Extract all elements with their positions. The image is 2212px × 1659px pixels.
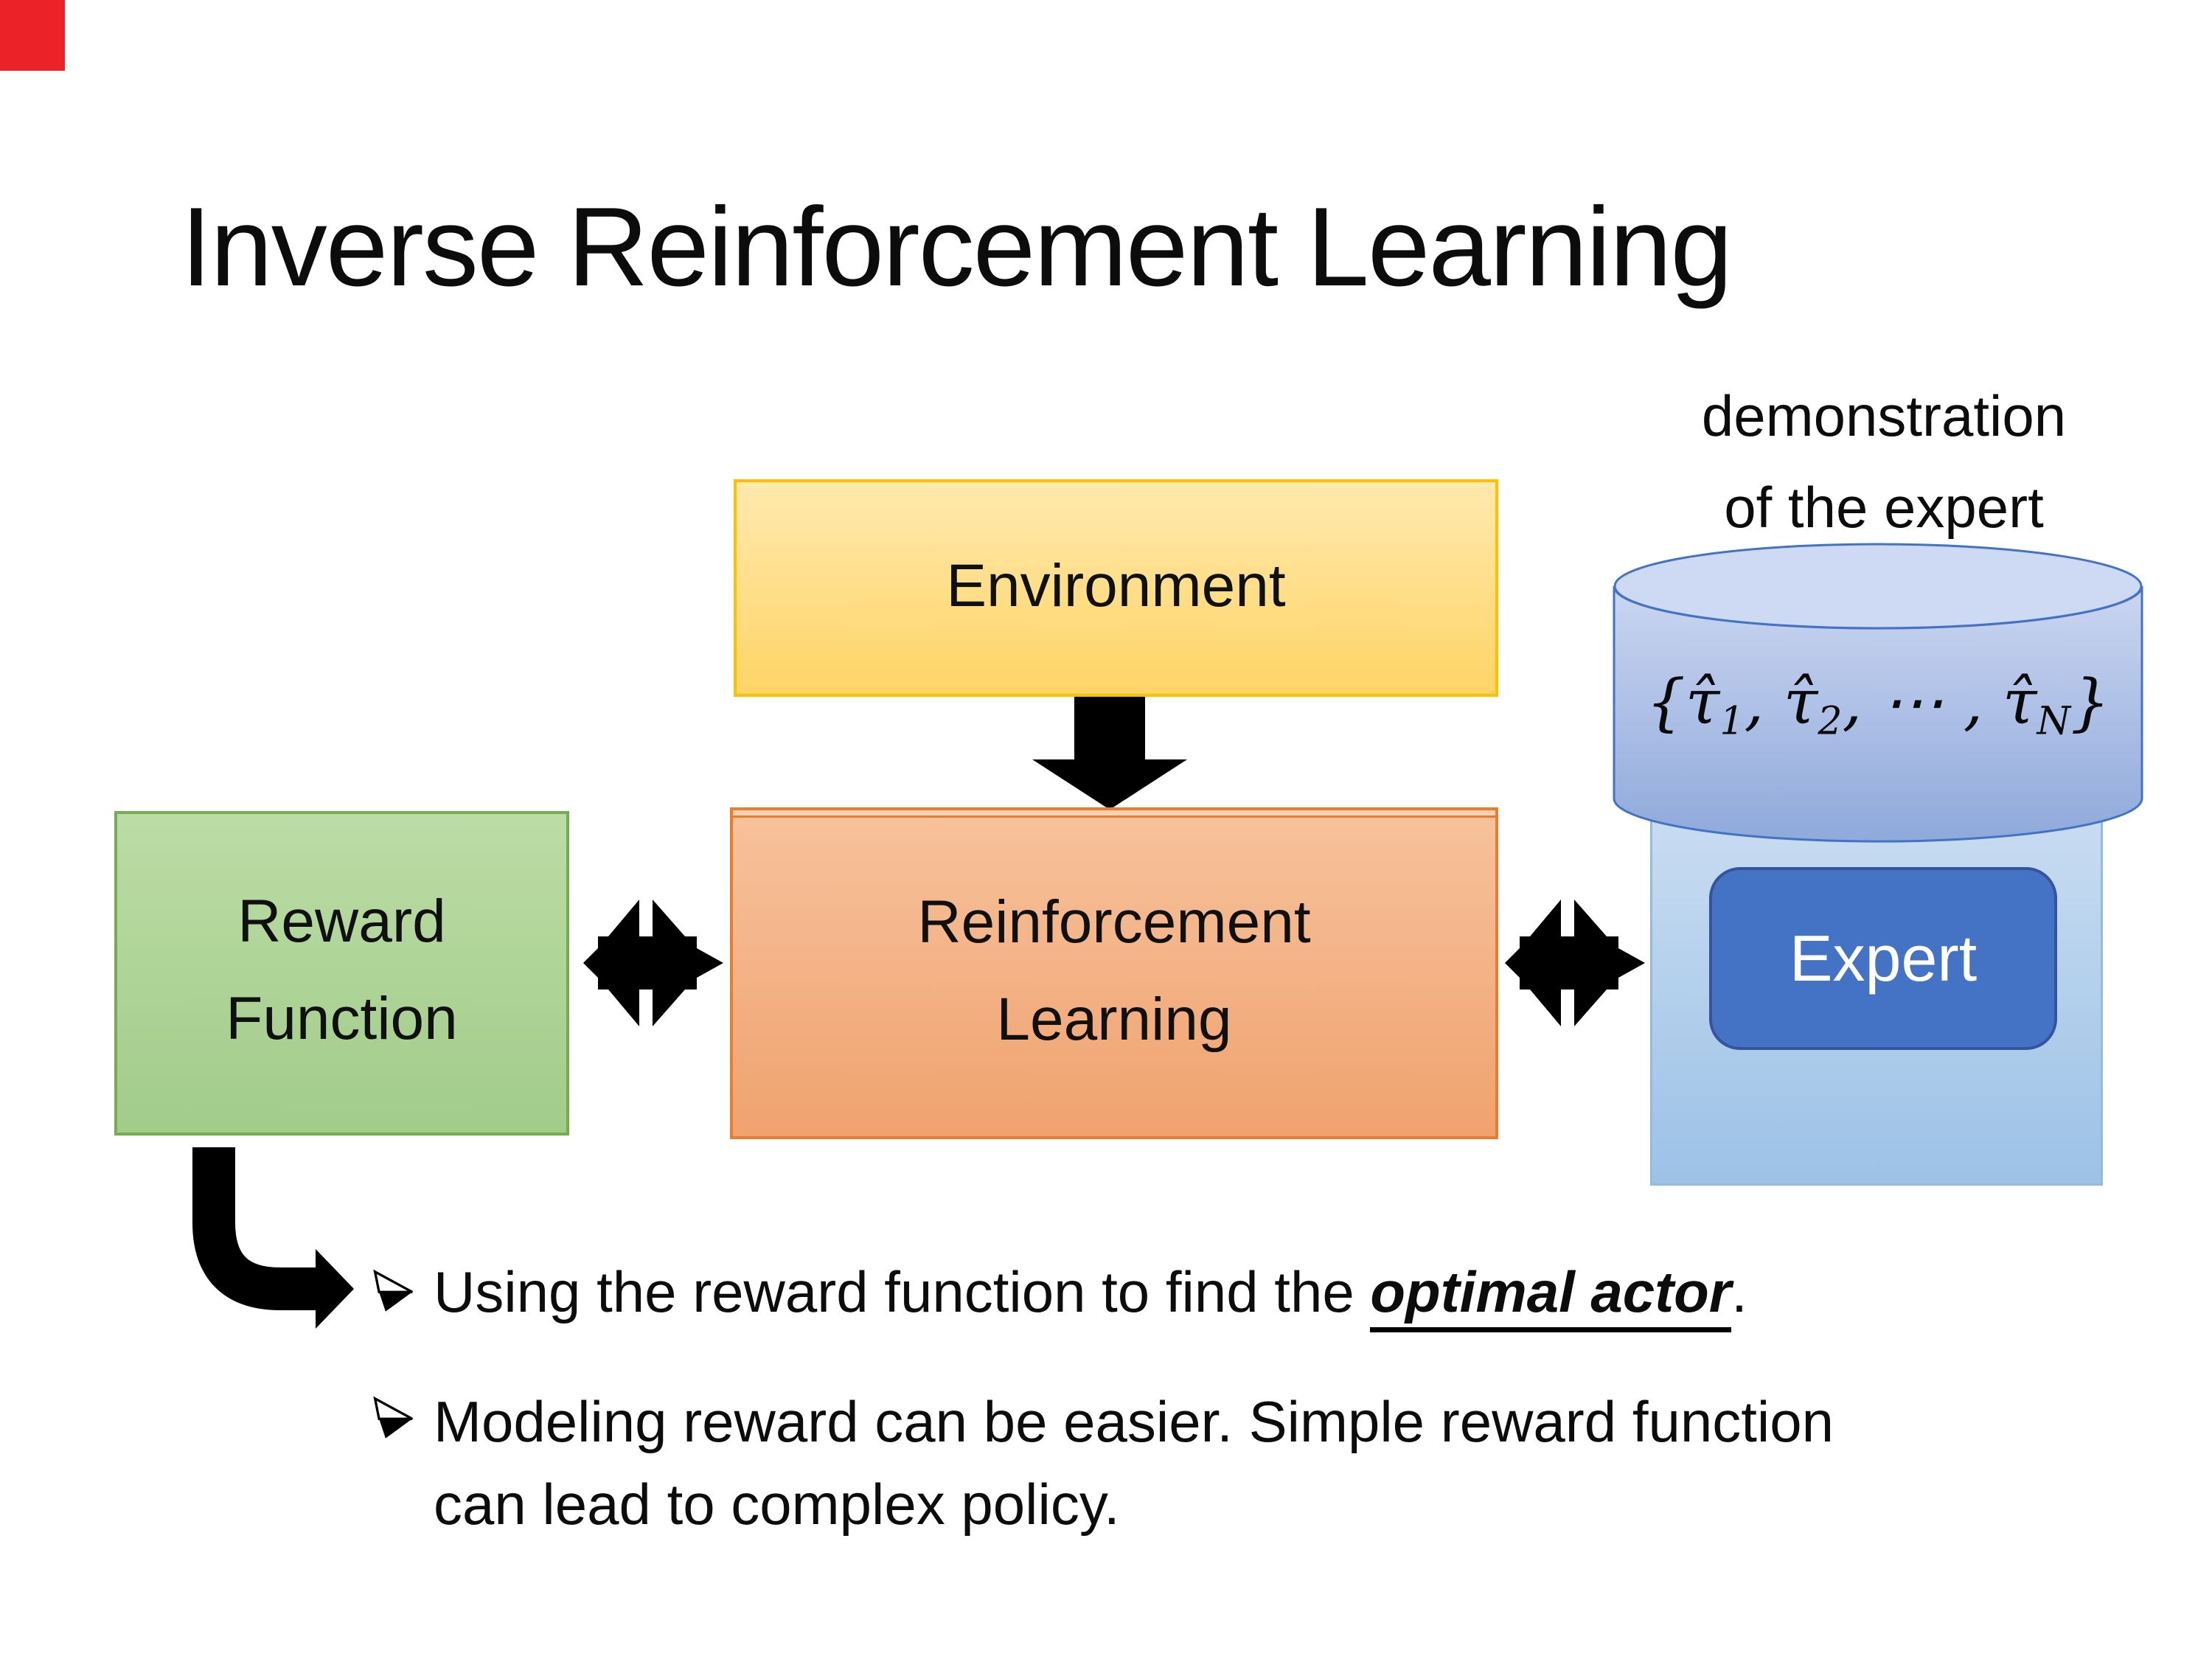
elbow-arrow-icon — [192, 1147, 354, 1329]
bullet-1-suffix: . — [1731, 1259, 1747, 1324]
bullet-1: Using the reward function to find the op… — [434, 1255, 2174, 1332]
cylinder-lid — [1613, 543, 2143, 630]
bullet-1-prefix: Using the reward function to find the — [434, 1259, 1371, 1324]
down-arrow-icon — [1032, 697, 1187, 810]
page-title: Inverse Reinforcement Learning — [181, 184, 1733, 310]
environment-label: Environment — [946, 552, 1286, 619]
demonstration-note-line2: of the expert — [1724, 475, 2044, 540]
formula-segment: , ⋯ , τ̂ — [1842, 666, 2037, 738]
rl-label-line1: Reinforcement — [917, 888, 1311, 956]
demonstration-cylinder — [1613, 543, 2143, 843]
right-exchange-arrow-icon — [1505, 900, 1645, 1026]
formula-subscript: 2 — [1818, 699, 1843, 744]
reinforcement-learning-label: Reinforcement Learning — [917, 818, 1310, 1068]
formula-segment: , τ̂ — [1744, 666, 1818, 738]
demonstration-note-line1: demonstration — [1701, 383, 2067, 448]
formula-segment: } — [2070, 666, 2110, 738]
reward-function-box: Reward Function — [114, 811, 569, 1135]
reward-function-label: Reward Function — [226, 873, 458, 1068]
left-exchange-arrow-icon — [583, 900, 723, 1026]
formula-segment: {τ̂ — [1646, 666, 1720, 738]
rl-box-top-strip — [733, 810, 1495, 818]
bullet-arrowhead-icon — [373, 1396, 413, 1439]
demonstration-note: demonstration of the expert — [1578, 370, 2190, 553]
bullet-1-emphasis: optimal actor — [1370, 1259, 1732, 1332]
corner-marker — [0, 0, 65, 71]
trajectory-formula: {τ̂1, τ̂2, ⋯ , τ̂N} — [1612, 664, 2144, 760]
formula-subscript: 1 — [1719, 699, 1745, 744]
formula-subscript: N — [2037, 699, 2071, 744]
bullet-arrowhead-icon — [373, 1269, 413, 1312]
bullet-2: Modeling reward can be easier. Simple re… — [434, 1389, 1834, 1537]
rl-label-line2: Learning — [996, 986, 1232, 1053]
reward-label-line2: Function — [226, 985, 458, 1052]
expert-box: Expert — [1709, 867, 2057, 1050]
expert-label: Expert — [1789, 922, 1978, 995]
reinforcement-learning-box: Reinforcement Learning — [730, 807, 1498, 1139]
reward-label-line1: Reward — [237, 888, 446, 955]
environment-box: Environment — [734, 479, 1498, 697]
